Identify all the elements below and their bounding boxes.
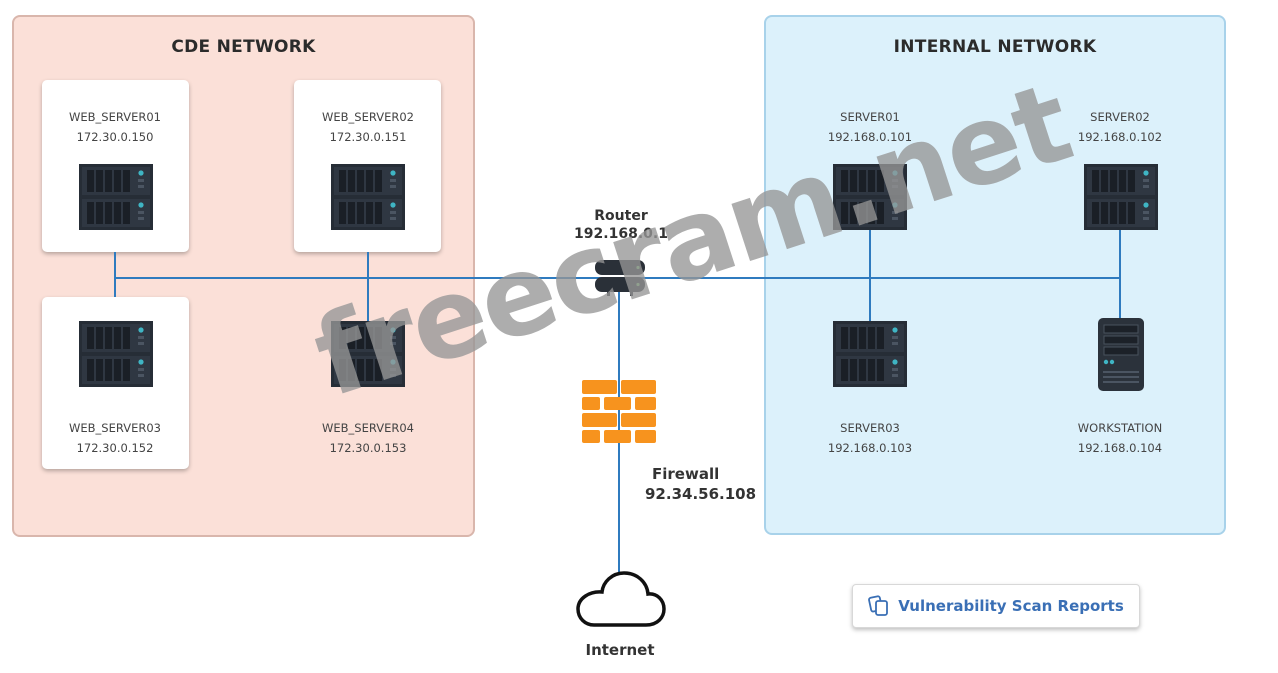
web-server02-icon[interactable] <box>331 164 405 230</box>
scan-reports-label: Vulnerability Scan Reports <box>898 597 1124 615</box>
cde-network-title: CDE NETWORK <box>171 37 316 57</box>
internal-network-zone: INTERNAL NETWORK <box>764 15 1226 535</box>
web-server04-icon[interactable] <box>331 321 405 387</box>
web-server03-icon[interactable] <box>79 321 153 387</box>
workstation-icon[interactable] <box>1097 317 1145 392</box>
copy-documents-icon <box>868 595 889 616</box>
router-icon[interactable] <box>594 258 646 296</box>
server01-icon[interactable] <box>833 164 907 230</box>
web-server01-icon[interactable] <box>79 164 153 230</box>
firewall-icon[interactable] <box>582 380 656 444</box>
vulnerability-scan-reports-button[interactable]: Vulnerability Scan Reports <box>852 584 1140 628</box>
internet-cloud-icon[interactable] <box>574 565 666 629</box>
internal-network-title: INTERNAL NETWORK <box>893 37 1097 57</box>
firewall-label: Firewall 92.34.56.108 <box>645 465 757 503</box>
internet-label: Internet <box>585 641 655 659</box>
server02-icon[interactable] <box>1084 164 1158 230</box>
router-label: Router 192.168.0.1 <box>574 208 668 242</box>
server03-icon[interactable] <box>833 321 907 387</box>
